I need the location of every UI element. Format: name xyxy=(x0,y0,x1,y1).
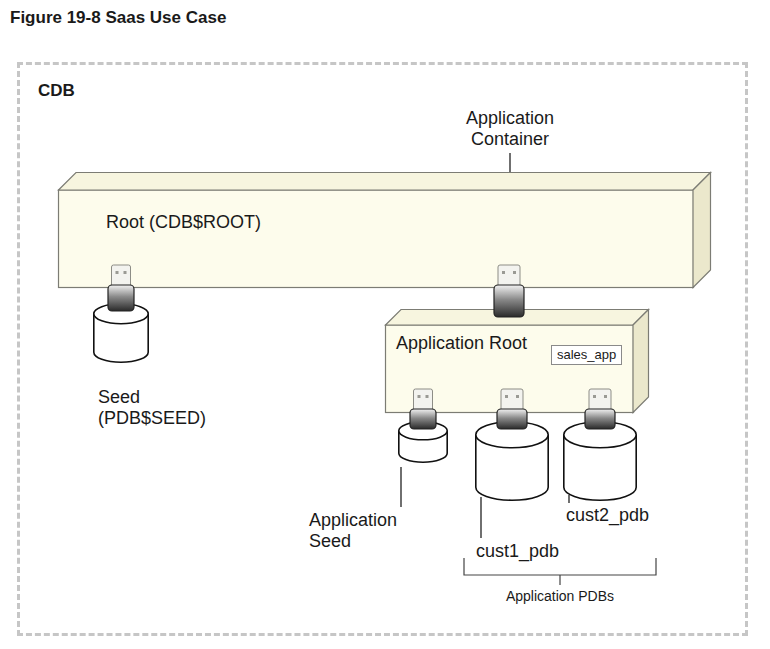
callout-label: Application Container xyxy=(425,108,595,150)
container-name: Root (CDB$ROOT) xyxy=(106,212,261,233)
leader-line xyxy=(480,497,481,538)
leader-line xyxy=(400,467,401,507)
plug-connector xyxy=(108,265,134,311)
figure-title: Figure 19-8 Saas Use Case xyxy=(10,7,226,28)
plug-connector xyxy=(585,389,615,429)
database-name: Application Seed xyxy=(309,510,421,552)
database-name: cust2_pdb xyxy=(566,505,649,526)
database-name: Seed (PDB$SEED) xyxy=(98,387,220,429)
callout-label: Application PDBs xyxy=(505,588,615,604)
database-cylinder: Seed (PDB$SEED) xyxy=(91,303,241,413)
plug-connector xyxy=(494,265,524,317)
database-cylinder: Application Seed xyxy=(303,421,453,551)
database-name: cust1_pdb xyxy=(476,541,559,562)
container-slab: Root (CDB$ROOT) xyxy=(58,172,711,288)
app-name: sales_app xyxy=(557,347,616,363)
container-name: Application Root xyxy=(396,333,527,354)
database-cylinder: cust2_pdb xyxy=(561,421,681,531)
plug-connector xyxy=(497,389,527,429)
bracket xyxy=(464,558,656,585)
app-tag-box: sales_app xyxy=(551,345,622,365)
plug-connector xyxy=(410,389,436,429)
container-frame: CDB Root (CDB$ROOT) Seed (PDB$SEED) Applica… xyxy=(17,62,748,636)
container-label: CDB xyxy=(38,80,75,101)
leader-line xyxy=(568,495,569,503)
